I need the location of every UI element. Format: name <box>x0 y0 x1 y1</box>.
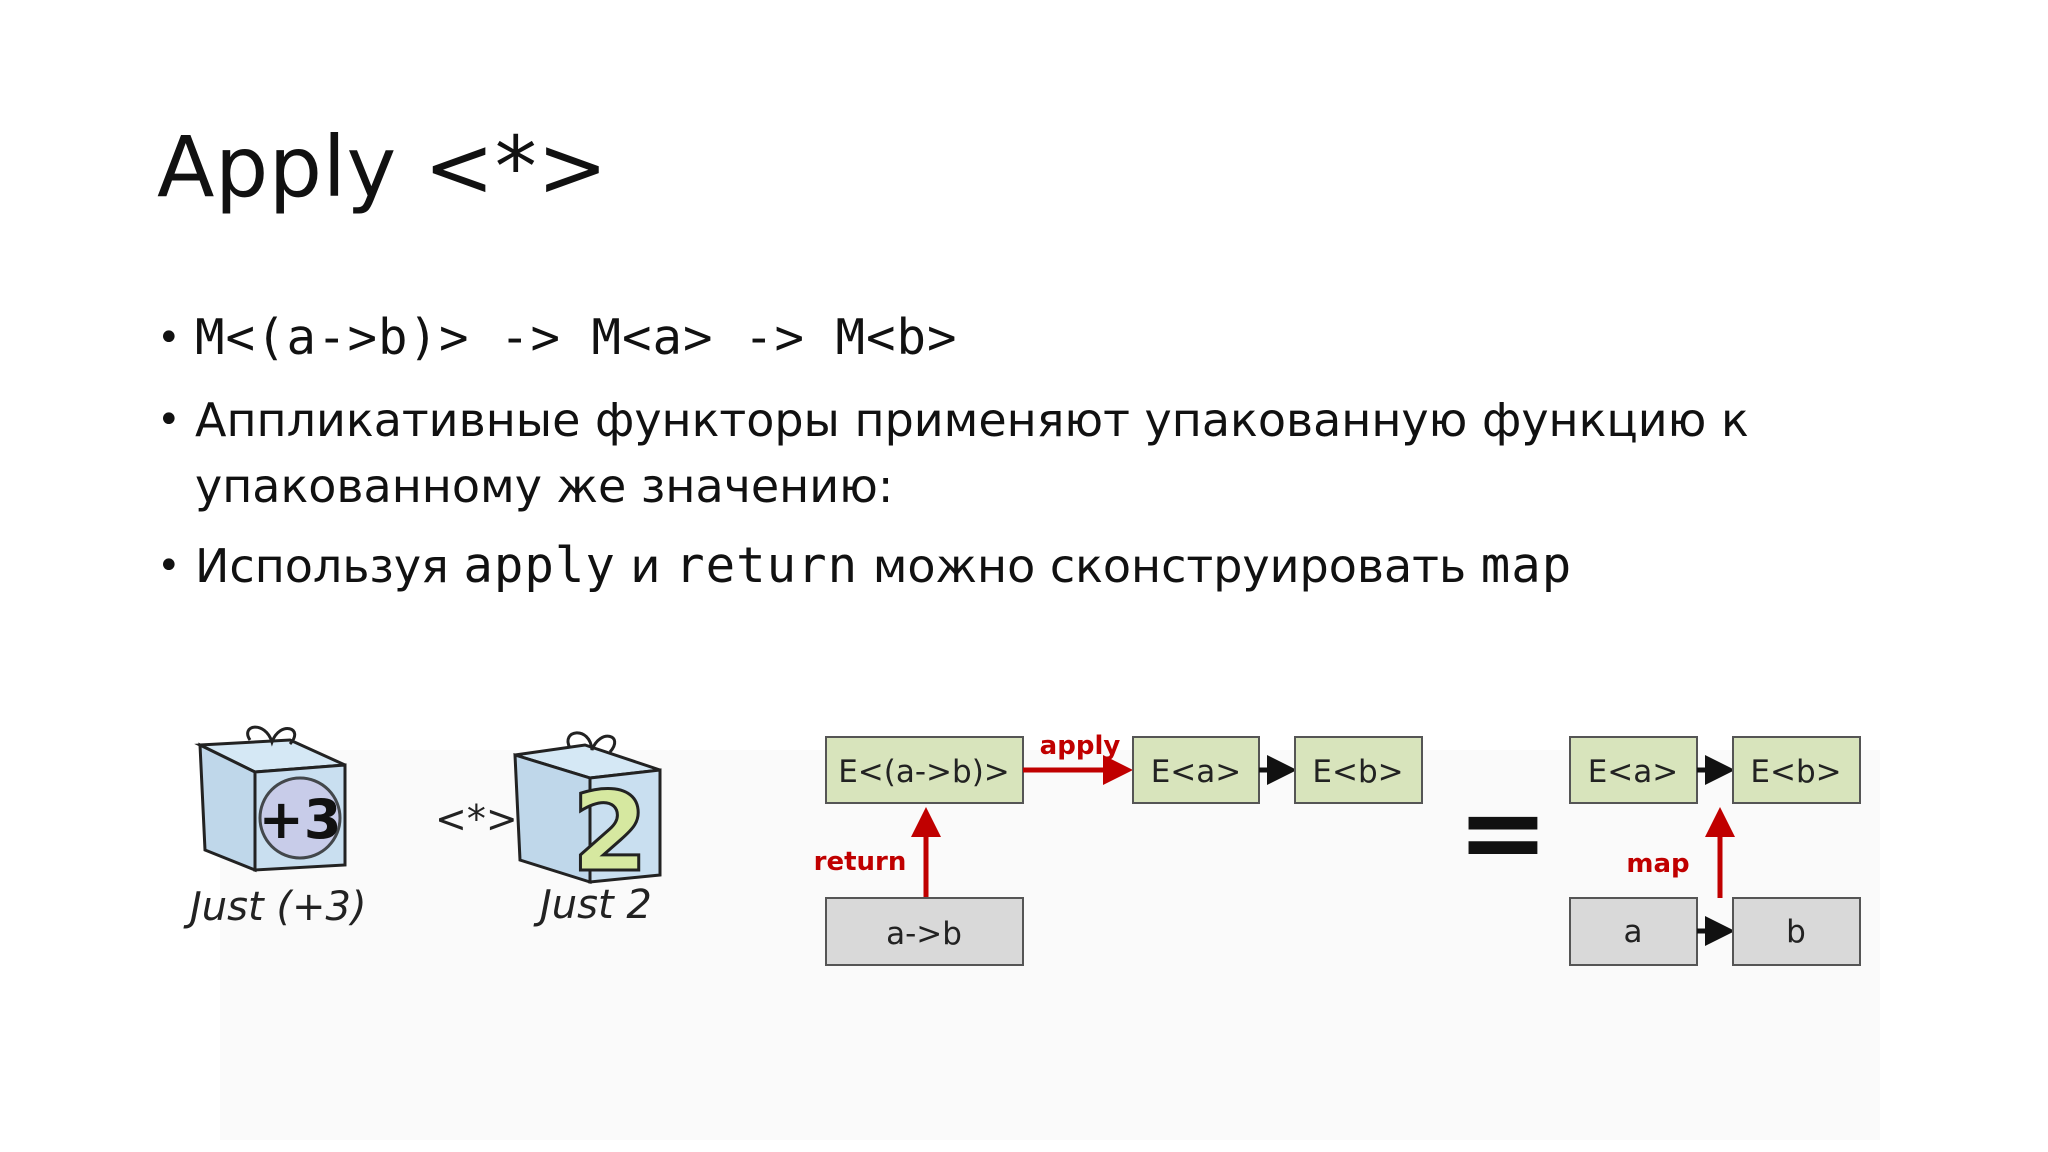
box-e-a-label: E<a> <box>1151 754 1242 790</box>
bullet-dot: • <box>157 533 181 599</box>
equals-sign: = <box>1457 768 1549 896</box>
box-right-e-a-label: E<a> <box>1588 754 1679 790</box>
code-return: return <box>675 537 858 594</box>
signature-code: M<(a->b)> -> M<a> -> M<b> <box>195 309 958 366</box>
box-right-b-label: b <box>1786 914 1806 950</box>
illustration: +3 Just (+3) <*> 2 Just 2 E<(a->b)> appl… <box>180 720 1880 1140</box>
description-text: Аппликативные функторы применяют упакова… <box>195 393 1749 513</box>
gift-right-caption: Just 2 <box>533 882 652 928</box>
bullet-dot: • <box>157 305 181 371</box>
code-apply: apply <box>463 537 616 594</box>
bullet-dot: • <box>157 387 181 453</box>
code-map: map <box>1481 537 1573 594</box>
gift-left-content: +3 <box>259 788 342 851</box>
box-right-e-b-label: E<b> <box>1750 754 1841 790</box>
gift-right-content: 2 <box>572 768 649 896</box>
text-part: и <box>616 539 675 593</box>
box-right-a-label: a <box>1624 914 1643 950</box>
gift-box-just-plus3: +3 <box>200 727 345 870</box>
text-part: Используя <box>195 539 463 593</box>
apply-arrow-label: apply <box>1040 731 1121 761</box>
gift-left-caption: Just (+3) <box>183 884 367 930</box>
bullet-list: • M<(a->b)> -> M<a> -> M<b> • Аппликатив… <box>157 305 1977 619</box>
box-e-b-label: E<b> <box>1312 754 1403 790</box>
bullet-item-construct-map: • Используя apply и return можно сконстр… <box>157 533 1977 599</box>
box-a-to-b-label: a->b <box>886 916 962 952</box>
map-arrow-label: map <box>1626 849 1689 879</box>
bullet-item-description: • Аппликативные функторы применяют упако… <box>157 387 1977 519</box>
slide-title: Apply <*> <box>157 118 608 216</box>
return-arrow-label: return <box>814 847 907 877</box>
box-e-func-label: E<(a->b)> <box>838 754 1010 790</box>
text-part: можно сконструировать <box>858 539 1481 593</box>
bullet-item-signature: • M<(a->b)> -> M<a> -> M<b> <box>157 305 1977 371</box>
apply-operator: <*> <box>435 797 518 841</box>
